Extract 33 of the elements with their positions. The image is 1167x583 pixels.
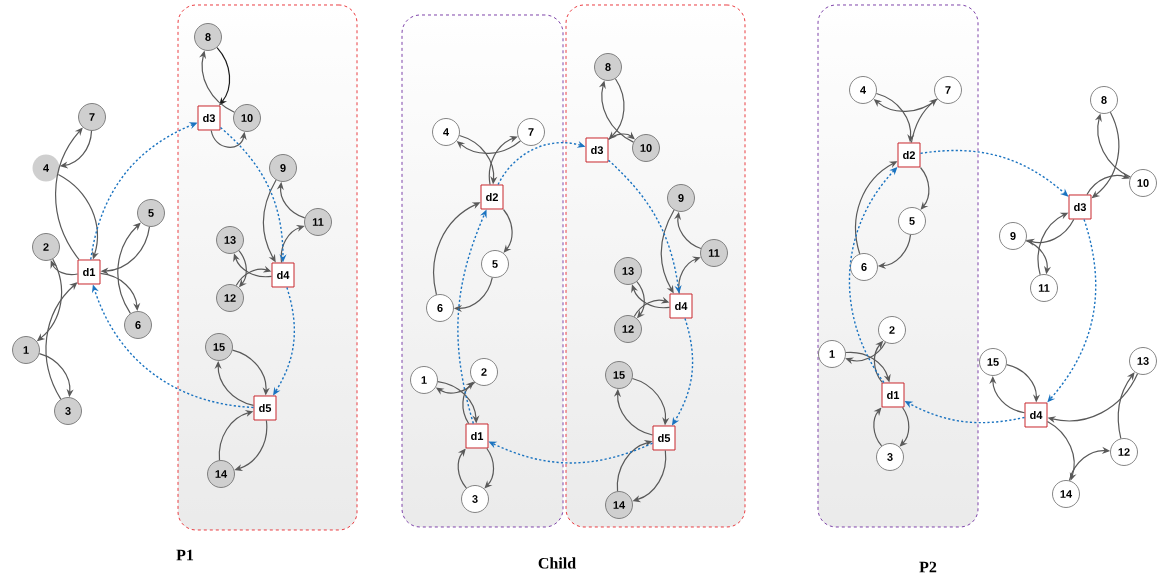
arrow — [899, 406, 910, 447]
depot-square: d3 — [197, 105, 221, 131]
route-group-box — [565, 4, 746, 528]
depot-square: d1 — [465, 423, 489, 449]
depot-square: d4 — [271, 262, 295, 288]
arrow — [607, 131, 635, 141]
depot-square: d5 — [652, 425, 676, 451]
arrow — [488, 135, 518, 186]
depot-square: d1 — [881, 382, 905, 408]
arrow — [1117, 372, 1135, 440]
panel-title: P2 — [919, 561, 937, 573]
arrow — [210, 129, 247, 148]
arrow — [1046, 420, 1077, 481]
arrow — [50, 260, 79, 276]
arrow — [484, 447, 495, 489]
depot-square: d3 — [585, 137, 609, 163]
arrow — [919, 166, 930, 210]
depot-square: d4 — [669, 293, 693, 319]
depot-square: d5 — [253, 395, 277, 421]
depot-square: d2 — [897, 142, 921, 168]
depot-square: d2 — [480, 184, 504, 210]
depot-square: d1 — [77, 259, 101, 285]
route-group-box — [817, 4, 979, 528]
route-group-box — [401, 14, 564, 528]
route-group-box — [177, 4, 358, 531]
depot-square: d4 — [1024, 402, 1048, 428]
arrow — [873, 407, 883, 447]
depot-square: d3 — [1068, 194, 1092, 220]
arrow — [502, 208, 513, 253]
arrow — [1086, 172, 1130, 196]
arrow — [117, 222, 141, 314]
panel-title: Child — [538, 557, 576, 569]
panel-title: P1 — [176, 549, 194, 561]
